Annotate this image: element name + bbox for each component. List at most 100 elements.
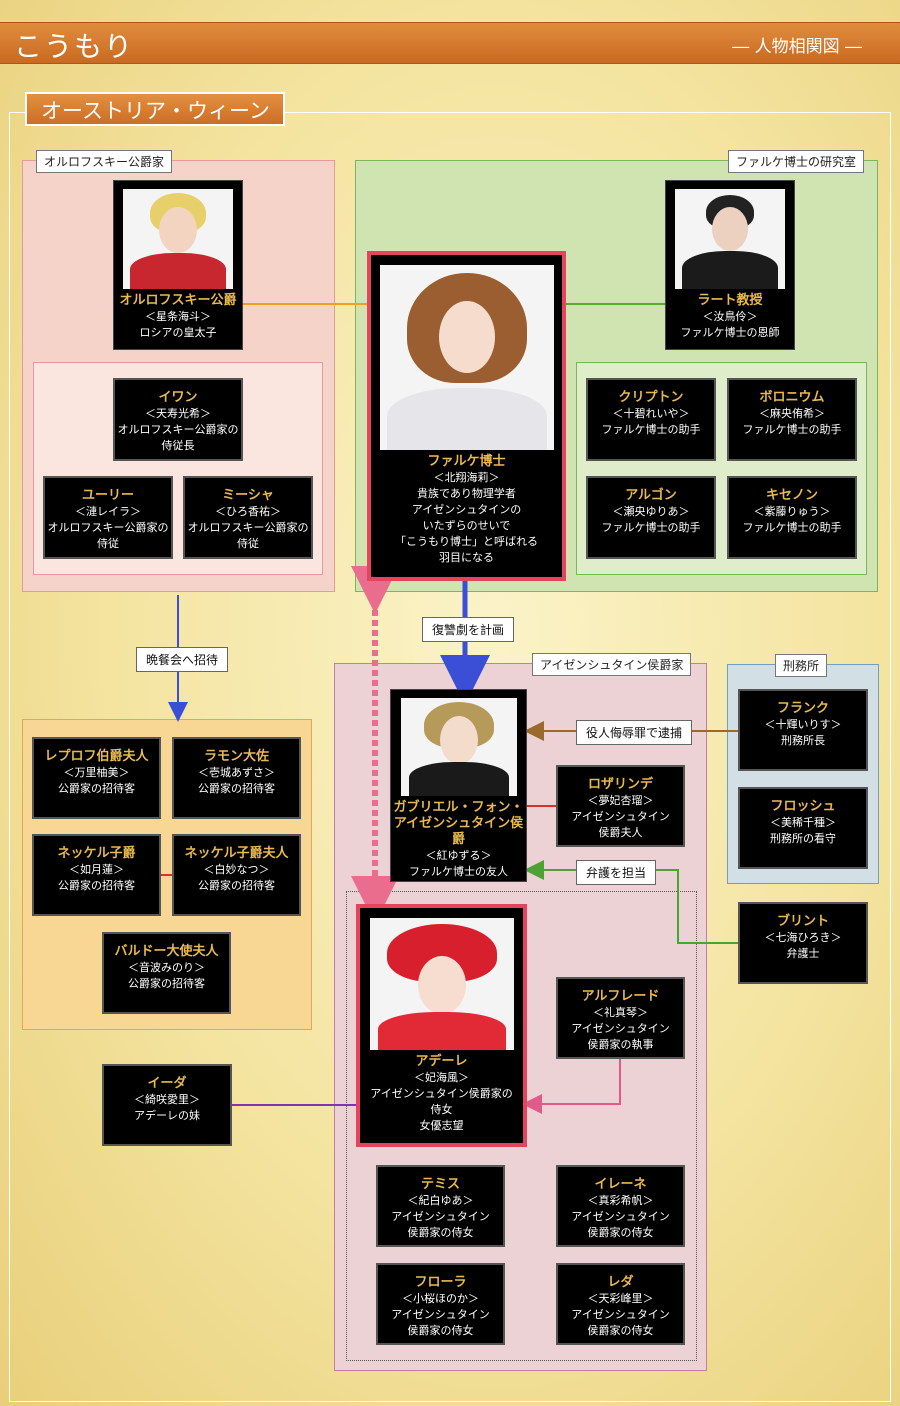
desc-boronium: ファルケ博士の助手: [742, 423, 842, 436]
card-argon: アルゴン ＜瀬央ゆりあ＞ ファルケ博士の助手: [586, 476, 716, 559]
photo-falke: [379, 265, 554, 450]
group-label-lab: ファルケ博士の研究室: [728, 150, 865, 173]
actor-bardo: ＜音波みのり＞: [128, 961, 205, 974]
actor-lepurov: ＜万里柚美＞: [63, 766, 130, 779]
actor-irene: ＜真彩希帆＞: [587, 1194, 654, 1207]
actor-ida: ＜綺咲愛里＞: [134, 1093, 200, 1106]
relation-invite: 晩餐会へ招待: [136, 647, 229, 672]
actor-alfred: ＜礼真琴＞: [593, 1006, 648, 1019]
relation-revenge: 復讐劇を計画: [422, 617, 515, 642]
actor-iwan: ＜天寿光希＞: [145, 407, 211, 420]
card-adele: アデーレ ＜妃海風＞ アイゼンシュタイン侯爵家の 侍女 女優志望: [356, 904, 527, 1147]
actor-frank: ＜十輝いりす＞: [764, 718, 842, 731]
desc-alfred-1: アイゼンシュタイン: [571, 1022, 670, 1035]
desc-alfred-2: 侯爵家の執事: [587, 1038, 654, 1051]
desc-falke-4: 「こうもり博士」と呼ばれる: [395, 535, 538, 548]
name-krypton: クリプトン: [618, 390, 684, 405]
desc-falke-5: 羽目になる: [439, 551, 494, 564]
desc-flora-2: 侯爵家の侍女: [407, 1324, 474, 1337]
actor-neckel: ＜如月蓮＞: [69, 863, 124, 876]
name-boronium: ボロニウム: [759, 390, 825, 405]
card-misha: ミーシャ ＜ひろ香祐＞ オルロフスキー公爵家の 侍従: [183, 476, 313, 559]
name-blind: ブリント: [776, 914, 829, 929]
desc-lepurov: 公爵家の招待客: [58, 782, 135, 795]
desc-neckel: 公爵家の招待客: [58, 879, 135, 892]
relation-arrest: 役人侮辱罪で逮捕: [576, 720, 693, 745]
desc-irene-2: 侯爵家の侍女: [587, 1226, 654, 1239]
card-boronium: ボロニウム ＜麻央侑希＞ ファルケ博士の助手: [727, 378, 857, 461]
desc-neckel-wife: 公爵家の招待客: [198, 879, 275, 892]
desc-argon: ファルケ博士の助手: [601, 521, 701, 534]
name-alfred: アルフレード: [581, 989, 660, 1004]
name-gabriel-2: アイゼンシュタイン侯爵: [393, 816, 524, 847]
desc-adele-1: アイゼンシュタイン侯爵家の: [370, 1087, 513, 1100]
card-iwan: イワン ＜天寿光希＞ オルロフスキー公爵家の 侍従長: [113, 378, 243, 461]
desc-frosch: 刑務所の看守: [770, 832, 836, 845]
name-bardo: バルドー大使夫人: [114, 944, 219, 959]
desc-bardo: 公爵家の招待客: [128, 977, 205, 990]
actor-xenon: ＜紫藤りゅう＞: [753, 505, 831, 518]
name-adele: アデーレ: [415, 1054, 468, 1069]
actor-leda: ＜天彩峰里＞: [587, 1292, 654, 1305]
name-themis: テミス: [420, 1177, 460, 1192]
relation-defend: 弁護を担当: [576, 860, 657, 885]
card-blind: ブリント ＜七海ひろき＞ 弁護士: [738, 902, 868, 984]
name-rat: ラート教授: [697, 293, 763, 308]
actor-ramon: ＜壱城あずさ＞: [198, 766, 275, 779]
name-frank: フランク: [776, 701, 829, 716]
card-xenon: キセノン ＜紫藤りゅう＞ ファルケ博士の助手: [727, 476, 857, 559]
desc-falke-2: アイゼンシュタインの: [411, 503, 522, 516]
desc-irene-1: アイゼンシュタイン: [571, 1210, 670, 1223]
card-neckel-wife: ネッケル子爵夫人 ＜白妙なつ＞ 公爵家の招待客: [172, 834, 301, 916]
desc-rosalinde-1: アイゼンシュタイン: [571, 810, 670, 823]
desc-falke-1: 貴族であり物理学者: [417, 487, 516, 500]
desc-krypton: ファルケ博士の助手: [601, 423, 701, 436]
card-leda: レダ ＜天彩峰里＞ アイゼンシュタイン 侯爵家の侍女: [556, 1263, 685, 1345]
desc-xenon: ファルケ博士の助手: [742, 521, 842, 534]
card-frank: フランク ＜十輝いりす＞ 刑務所長: [738, 689, 868, 771]
actor-frosch: ＜美稀千種＞: [770, 816, 836, 829]
name-neckel-wife: ネッケル子爵夫人: [184, 846, 289, 861]
photo-adele: [369, 918, 514, 1050]
name-rosalinde: ロザリンデ: [587, 777, 653, 792]
group-label-orlofsky: オルロフスキー公爵家: [36, 150, 173, 173]
name-lepurov: レプロフ伯爵夫人: [44, 749, 149, 764]
region-label: オーストリア・ウィーン: [25, 92, 285, 126]
card-yuri: ユーリー ＜漣レイラ＞ オルロフスキー公爵家の 侍従: [43, 476, 173, 559]
desc-gabriel: ファルケ博士の友人: [409, 865, 508, 878]
desc-falke-3: いたずらのせいで: [422, 519, 511, 532]
actor-yuri: ＜漣レイラ＞: [75, 505, 141, 518]
desc-ida: アデーレの妹: [134, 1109, 200, 1122]
card-bardo: バルドー大使夫人 ＜音波みのり＞ 公爵家の招待客: [102, 932, 231, 1014]
actor-falke: ＜北翔海莉＞: [433, 471, 500, 484]
name-frosch: フロッシュ: [770, 799, 836, 814]
desc-leda-2: 侯爵家の侍女: [587, 1324, 654, 1337]
desc-ramon: 公爵家の招待客: [198, 782, 275, 795]
desc-iwan-2: 侍従長: [161, 439, 195, 452]
desc-yuri-2: 侍従: [97, 537, 119, 550]
actor-rat: ＜汝鳥伶＞: [702, 310, 758, 323]
group-label-prison: 刑務所: [775, 654, 828, 677]
region-frame: [9, 112, 891, 1402]
actor-argon: ＜瀬央ゆりあ＞: [612, 505, 690, 518]
desc-orlofsky: ロシアの皇太子: [139, 326, 217, 339]
photo-gabriel: [400, 698, 517, 796]
name-iwan: イワン: [158, 390, 198, 405]
name-flora: フローラ: [414, 1275, 467, 1290]
desc-frank: 刑務所長: [781, 734, 825, 747]
actor-adele: ＜妃海風＞: [414, 1071, 469, 1084]
card-krypton: クリプトン ＜十碧れいや＞ ファルケ博士の助手: [586, 378, 716, 461]
card-alfred: アルフレード ＜礼真琴＞ アイゼンシュタイン 侯爵家の執事: [556, 977, 685, 1059]
actor-orlofsky: ＜星条海斗＞: [145, 310, 211, 323]
desc-misha-2: 侍従: [237, 537, 259, 550]
card-themis: テミス ＜紀白ゆあ＞ アイゼンシュタイン 侯爵家の侍女: [376, 1165, 505, 1247]
name-xenon: キセノン: [765, 488, 818, 503]
name-neckel: ネッケル子爵: [57, 846, 136, 861]
actor-rosalinde: ＜夢妃杏瑠＞: [587, 794, 654, 807]
desc-leda-1: アイゼンシュタイン: [571, 1308, 670, 1321]
card-ramon: ラモン大佐 ＜壱城あずさ＞ 公爵家の招待客: [172, 737, 301, 819]
desc-adele-3: 女優志望: [419, 1119, 464, 1132]
card-irene: イレーネ ＜真彩希帆＞ アイゼンシュタイン 侯爵家の侍女: [556, 1165, 685, 1247]
name-ramon: ラモン大佐: [203, 749, 269, 764]
name-argon: アルゴン: [625, 488, 677, 503]
